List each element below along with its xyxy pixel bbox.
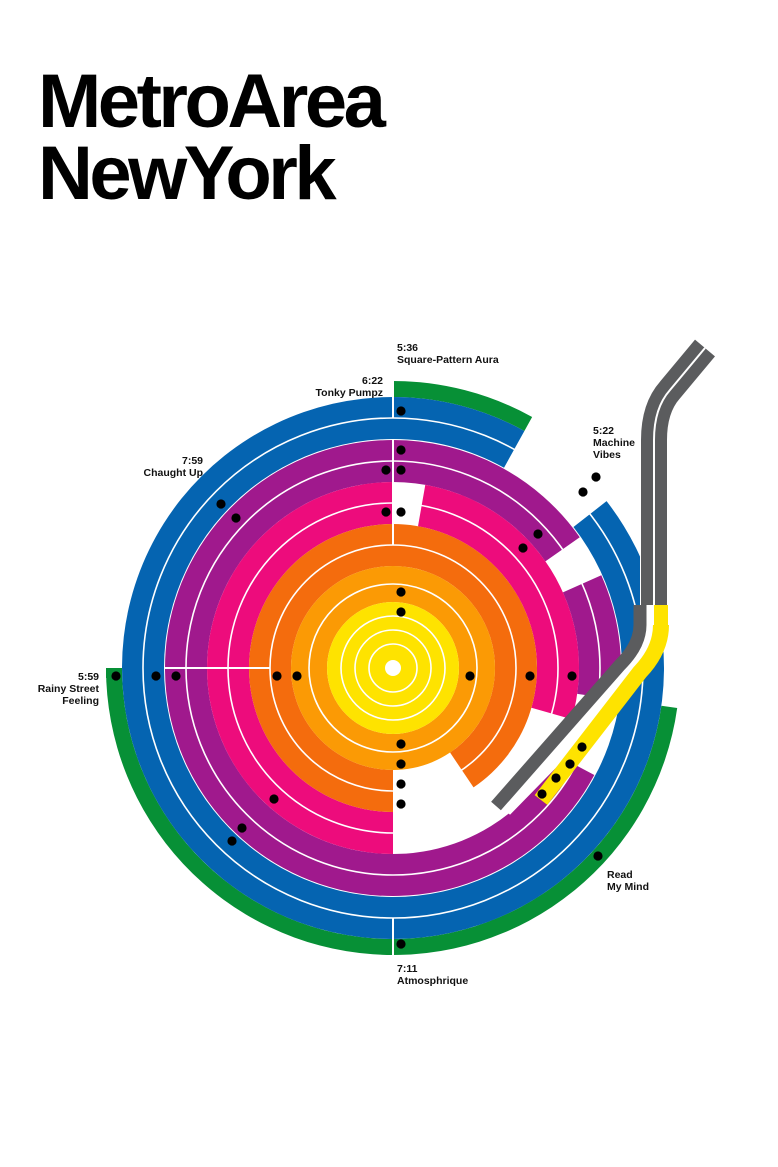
station-dot bbox=[396, 587, 406, 597]
pink-route-left bbox=[207, 482, 393, 854]
station-dot bbox=[591, 472, 601, 482]
purple-route-right bbox=[562, 575, 621, 700]
station-dot bbox=[577, 742, 587, 752]
track-label-tonky-pumpz: 6:22 Tonky Pumpz bbox=[316, 375, 384, 399]
station-dot bbox=[151, 671, 161, 681]
station-dot bbox=[593, 851, 603, 861]
title-line-1: MetroArea bbox=[38, 59, 386, 144]
tonearm-lower-yellow bbox=[534, 624, 669, 805]
track-name: Read bbox=[607, 869, 633, 881]
track-name: Feeling bbox=[62, 695, 99, 707]
track-name: Atmosphrique bbox=[397, 975, 468, 987]
track-label-square-pattern-aura: 5:36 Square-Pattern Aura bbox=[397, 342, 499, 366]
track-label-read-my-mind: Read My Mind bbox=[607, 869, 649, 893]
blue-route-top bbox=[393, 397, 525, 468]
station-dot bbox=[237, 823, 247, 833]
station-dot bbox=[396, 507, 406, 517]
station-dot bbox=[578, 487, 588, 497]
orange-dark-route-upper-left bbox=[249, 524, 393, 668]
track-name: Square-Pattern Aura bbox=[397, 354, 499, 366]
station-dot bbox=[216, 499, 226, 509]
track-name: Vibes bbox=[593, 449, 621, 461]
station-dot bbox=[396, 799, 406, 809]
station-dot bbox=[111, 671, 121, 681]
track-label-machine-vibes: 5:22 Machine Vibes bbox=[593, 425, 635, 461]
lane-divider bbox=[308, 583, 478, 753]
station-dot bbox=[551, 773, 561, 783]
station-dot bbox=[396, 779, 406, 789]
station-dot bbox=[396, 465, 406, 475]
track-name: Tonky Pumpz bbox=[316, 387, 383, 399]
track-labels: 5:36 Square-Pattern Aura 6:22 Tonky Pump… bbox=[38, 342, 649, 987]
tonearm-yellow-top bbox=[654, 605, 668, 629]
station-dot bbox=[292, 671, 302, 681]
station-dot bbox=[396, 939, 406, 949]
station-dot bbox=[396, 759, 406, 769]
lane-divider bbox=[368, 643, 418, 693]
green-route-top bbox=[393, 381, 533, 431]
station-dot bbox=[396, 445, 406, 455]
track-time: 7:59 bbox=[182, 455, 203, 467]
tonearm-divider bbox=[653, 347, 706, 605]
poster-title: MetroArea NewYork bbox=[38, 59, 386, 216]
station-dot bbox=[227, 836, 237, 846]
orange-dark-route-lower-left bbox=[249, 668, 393, 812]
tonearm-lower-grey bbox=[491, 605, 647, 811]
track-time: 5:59 bbox=[78, 671, 99, 683]
track-time: 5:36 bbox=[397, 342, 418, 354]
track-name: Rainy Street bbox=[38, 683, 100, 695]
track-time: 5:22 bbox=[593, 425, 614, 437]
station-dot bbox=[381, 465, 391, 475]
track-name: Machine bbox=[593, 437, 635, 449]
station-dot bbox=[537, 789, 547, 799]
pink-route-right bbox=[418, 484, 579, 720]
tonearm bbox=[489, 339, 716, 815]
tonearm-upper bbox=[641, 339, 715, 605]
lane-divider bbox=[354, 629, 432, 707]
station-dot bbox=[518, 543, 528, 553]
station-stops bbox=[111, 406, 603, 949]
orange-route bbox=[291, 566, 495, 770]
station-dot bbox=[231, 513, 241, 523]
station-dot bbox=[396, 607, 406, 617]
route-rings bbox=[106, 381, 678, 955]
station-dot bbox=[396, 739, 406, 749]
station-dot bbox=[272, 671, 282, 681]
station-dot bbox=[171, 671, 181, 681]
station-dot bbox=[567, 671, 577, 681]
station-dot bbox=[269, 794, 279, 804]
track-time: 6:22 bbox=[362, 375, 383, 387]
track-time: 7:11 bbox=[397, 963, 418, 975]
title-line-2: NewYork bbox=[38, 131, 337, 216]
track-label-chaught-up: 7:59 Chaught Up bbox=[144, 455, 204, 479]
station-dot bbox=[396, 406, 406, 416]
track-name: My Mind bbox=[607, 881, 649, 893]
station-dot bbox=[565, 759, 575, 769]
station-dot bbox=[533, 529, 543, 539]
station-dot bbox=[381, 507, 391, 517]
spindle-hole bbox=[385, 660, 401, 676]
station-dot bbox=[465, 671, 475, 681]
station-dot bbox=[525, 671, 535, 681]
track-name: Chaught Up bbox=[144, 467, 204, 479]
track-label-atmosphrique: 7:11 Atmosphrique bbox=[397, 963, 468, 987]
purple-route-upper bbox=[393, 440, 580, 562]
orange-dark-route-right bbox=[393, 524, 538, 788]
lane-divider bbox=[340, 615, 446, 721]
track-label-rainy-street-feeling: 5:59 Rainy Street Feeling bbox=[38, 671, 100, 707]
